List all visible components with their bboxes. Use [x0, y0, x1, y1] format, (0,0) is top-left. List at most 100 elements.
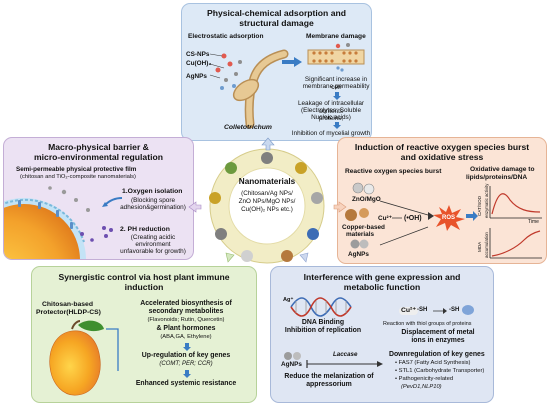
permeability-line-2: membrane permeability — [302, 83, 370, 90]
bottom-left-title-2: induction — [124, 282, 164, 292]
inhibition-replication-label: Inhibition of replication — [284, 327, 362, 334]
hormones-label: & Plant hormones — [156, 325, 216, 332]
agnps-right-label: AgNPs — [348, 251, 369, 258]
protector-label-1: Chitosan-based — [42, 301, 93, 308]
mango-icon — [49, 320, 104, 396]
oxygen-sub-2: adhesion&germination) — [120, 204, 186, 211]
accel-label-2: secondary metabolites — [148, 308, 224, 315]
ros-label: ROS — [442, 215, 456, 221]
mda-chart: MDA accumulation — [477, 226, 544, 262]
genes-label: (COMT; PER; CCR) — [159, 361, 213, 367]
membrane-damage-label: Membrane damage — [306, 33, 366, 40]
agnps-bottom-label: AgNPs — [281, 361, 302, 368]
thiol-reaction-label: Reaction with thiol groups of proteins — [383, 321, 472, 327]
oxidative-damage-label-2: lipids/proteins/DNA — [466, 174, 528, 181]
center-title: Nanomaterials — [238, 177, 296, 186]
copper-label-2: materials — [346, 231, 375, 238]
fruit-film-illustration — [4, 186, 94, 259]
protector-label-2: Protector(HLDP-CS) — [36, 309, 101, 316]
gene-pevd1: (PevD1,NLP10) — [401, 384, 442, 390]
hormones-sub-label: (ABA,GA, Ethylene) — [160, 334, 212, 340]
permeability-line-1: Significant increase in cell — [304, 76, 368, 91]
sh-label-2: -SH — [449, 307, 460, 313]
displacement-label-1: Displacement of metal — [401, 329, 475, 336]
ag-ion-label: Ag⁺ — [283, 297, 294, 303]
protein-icon — [462, 305, 474, 315]
enhanced-resistance-label: Enhanced systemic resistance — [135, 380, 237, 387]
thiol-arrow — [433, 308, 447, 314]
cu-ion-label: Cu²⁺ — [399, 307, 418, 315]
bottom-left-panel: Synergistic control via host plant immun… — [31, 266, 257, 403]
top-arrow-down-1 — [333, 92, 341, 100]
agnps-particles-icon — [350, 239, 369, 249]
copper-label-1: Copper-based — [342, 224, 385, 231]
ph-sub-3: unfavorable for growth) — [120, 248, 186, 255]
cu-reaction-label: Cu²⁺ — [378, 215, 393, 222]
cat-sod-chart: CAT/SOD enzymatic activity Time — [477, 184, 544, 225]
cuoh2-label: Cu(OH)₂ — [186, 60, 212, 67]
sh-label-1: -SH — [417, 307, 428, 313]
left-title-2: micro-environmental regulation — [34, 152, 163, 162]
ros-to-chart-arrow — [466, 211, 478, 221]
zno-particles-icon — [352, 182, 375, 195]
zno-label: ZnO/MgO — [352, 196, 381, 203]
laccase-inhibit-line — [306, 360, 383, 368]
film-label-2: (chitosan and TiO₂-composite nanomateria… — [20, 174, 136, 180]
top-arrow-down-2 — [333, 122, 341, 129]
film-label-1: Semi-permeable physical protective film — [16, 166, 137, 173]
downregulation-label: Downregulation of key genes — [389, 351, 485, 358]
top-panel: Physical-chemical adsorption and structu… — [181, 3, 372, 141]
agnps-cluster-icon — [284, 352, 301, 360]
oxygen-isolation-label: 1.Oxygen isolation — [122, 188, 183, 195]
agnps-label: AgNPs — [186, 73, 207, 80]
inhibition-label: Inhibition of mycelial growth — [291, 130, 371, 137]
membrane-illustration — [307, 43, 365, 72]
ros-icon — [433, 205, 465, 231]
bottom-right-panel: Interference with gene expression and me… — [270, 266, 494, 403]
electrostatic-label: Electrostatic adsorption — [188, 33, 264, 40]
gene-fas7: • FAS7 (Fatty Acid Synthesis) — [395, 360, 471, 366]
ph-dots-icon — [102, 226, 113, 238]
dna-binding-label: DNA Binding — [301, 319, 345, 326]
center-hub — [209, 148, 325, 264]
ros-burst-arrows — [379, 200, 434, 246]
center-line-3: Cu(OH)₂ NPs etc.) — [241, 206, 293, 213]
right-title-2: and oxidative stress — [400, 152, 484, 162]
top-title-1: Physical-chemical adsorption and — [207, 8, 346, 18]
colletotrichum-illustration — [209, 49, 289, 129]
top-arrow-right — [282, 57, 302, 67]
top-title-2: structural damage — [239, 18, 314, 28]
oh-radical-label: (•OH) — [404, 215, 422, 222]
colletotrichum-label: Colletotrichum — [224, 124, 272, 131]
left-panel: Macro-physical barrier & micro-environme… — [3, 137, 194, 260]
center-line-2: ZnO NPs/MgO NPs/ — [238, 198, 296, 205]
leakage-line-1: Leakage of intracellular contents — [297, 100, 365, 115]
oxygen-sub-1: (Blocking spore — [130, 197, 176, 204]
left-title-1: Macro-physical barrier & — [48, 142, 149, 152]
oxygen-arrow — [102, 197, 123, 207]
flavonoids-label: (Flavonoids; Rutin, Quercetin) — [147, 317, 225, 323]
cs-nps-label: CS-NPs — [186, 51, 210, 58]
right-title-1: Induction of reactive oxygen species bur… — [354, 142, 530, 152]
displacement-label-2: ions in enzymes — [411, 337, 465, 344]
protector-arrow — [106, 328, 119, 371]
gene-pathogenicity: • Pathogenicity-related — [395, 376, 454, 382]
ph-reduction-label: 2. PH reduction — [120, 226, 170, 233]
center-line-1: (Chitosan/Ag NPs/ — [241, 190, 293, 197]
ros-burst-label: Reactive oxygen species burst — [345, 168, 442, 175]
reduce-melanization-label-2: appressorium — [306, 381, 352, 388]
leakage-line-3: Nucleic acids) — [311, 114, 351, 121]
copper-particles-icon — [345, 208, 369, 221]
laccase-label: Laccase — [333, 351, 358, 358]
time-label: Time — [528, 219, 539, 225]
bottom-left-title-1: Synergistic control via host plant immun… — [58, 272, 230, 282]
bl-arrow-down-1 — [183, 343, 191, 351]
leakage-line-2: (Electrolytes; Soluble proteins; — [300, 107, 362, 122]
upregulation-label: Up-regulation of key genes — [141, 352, 231, 359]
gene-stl1: • STL1 (Carbohydrate Transporter) — [395, 368, 485, 374]
ph-sub-2: environment — [135, 241, 171, 248]
reduce-melanization-label-1: Reduce the melanization of — [284, 373, 374, 380]
bottom-right-title-1: Interference with gene expression and — [303, 272, 461, 282]
right-panel: Induction of reactive oxygen species bur… — [337, 137, 547, 264]
